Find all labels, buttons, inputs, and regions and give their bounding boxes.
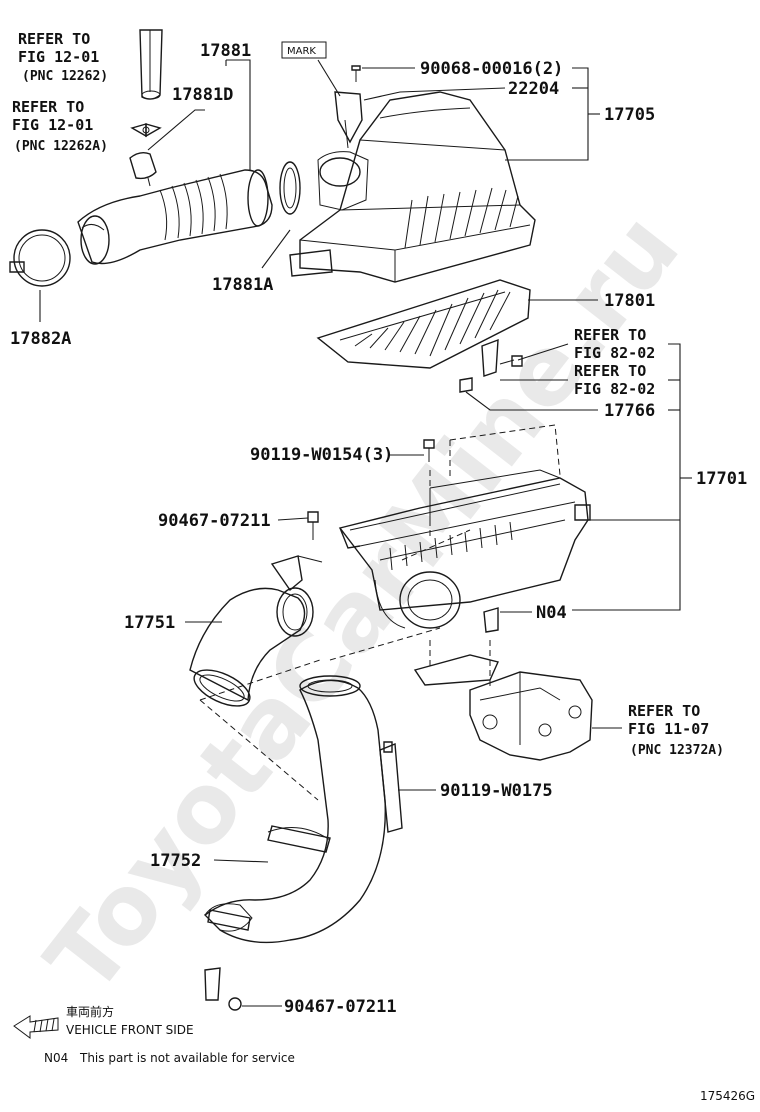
refer-fig82-a-line1: REFER TO [574, 326, 646, 344]
front-label-en: VEHICLE FRONT SIDE [66, 1023, 194, 1037]
refer-fig11-line1: REFER TO [628, 702, 700, 720]
refer-fig82-b-line1: REFER TO [574, 362, 646, 380]
front-arrow-icon [13, 1015, 59, 1039]
part-17881D: 17881D [172, 85, 233, 105]
part-90068-00016: 90068-00016(2) [420, 59, 563, 79]
part-17801: 17801 [604, 291, 655, 311]
refer-fig12-a-pnc: (PNC 12262) [22, 69, 108, 84]
bolt-drawing [423, 439, 435, 462]
vehicle-front-legend: 車両前方 VEHICLE FRONT SIDE N04 This part is… [13, 1004, 295, 1065]
part-17766: 17766 [604, 401, 655, 421]
refer-fig82-b-line2: FIG 82-02 [574, 380, 655, 398]
part-17881: 17881 [200, 41, 251, 61]
intake-hose-drawing [9, 29, 301, 287]
air-cleaner-case-drawing [338, 469, 591, 629]
air-duct-17752-drawing [203, 675, 403, 1011]
refer-fig82-a-line2: FIG 82-02 [574, 344, 655, 362]
watermark: ToyotaCarMine.ru [25, 193, 701, 1014]
part-17752: 17752 [150, 851, 201, 871]
mark-box [281, 41, 327, 59]
dashed-guides [199, 424, 561, 801]
mount-bracket-drawing [413, 607, 593, 761]
part-90467-07211-b: 90467-07211 [284, 997, 397, 1017]
air-cleaner-cap-drawing [289, 65, 536, 283]
refer-fig12-a-line1: REFER TO [18, 30, 90, 48]
part-17882A: 17882A [10, 329, 71, 349]
note-code: N04 [44, 1051, 68, 1065]
part-90119-w0154: 90119-W0154(3) [250, 445, 393, 465]
refer-fig11-line2: FIG 11-07 [628, 720, 709, 738]
air-filter-element-drawing [316, 279, 531, 369]
bracket-drawing [459, 338, 523, 393]
part-N04: N04 [536, 603, 567, 623]
part-22204: 22204 [508, 79, 559, 99]
mark-label: MARK [287, 46, 316, 57]
refer-fig12-a-line2: FIG 12-01 [18, 48, 99, 66]
part-90119-w0175: 90119-W0175 [440, 781, 553, 801]
part-17705: 17705 [604, 105, 655, 125]
part-17881A: 17881A [212, 275, 273, 295]
part-17701: 17701 [696, 469, 747, 489]
refer-fig11-pnc: (PNC 12372A) [630, 743, 724, 758]
refer-fig12-b-line2: FIG 12-01 [12, 116, 93, 134]
part-labels: REFER TO FIG 12-01 (PNC 12262) REFER TO … [10, 30, 747, 1017]
figure-id: 175426G [700, 1089, 755, 1103]
refer-fig12-b-pnc: (PNC 12262A) [14, 139, 108, 154]
refer-fig12-b-line1: REFER TO [12, 98, 84, 116]
front-label-jp: 車両前方 [66, 1004, 114, 1019]
part-17751: 17751 [124, 613, 175, 633]
leader-lines [39, 59, 692, 1007]
part-90467-07211-a: 90467-07211 [158, 511, 271, 531]
note-text: This part is not available for service [79, 1051, 295, 1065]
